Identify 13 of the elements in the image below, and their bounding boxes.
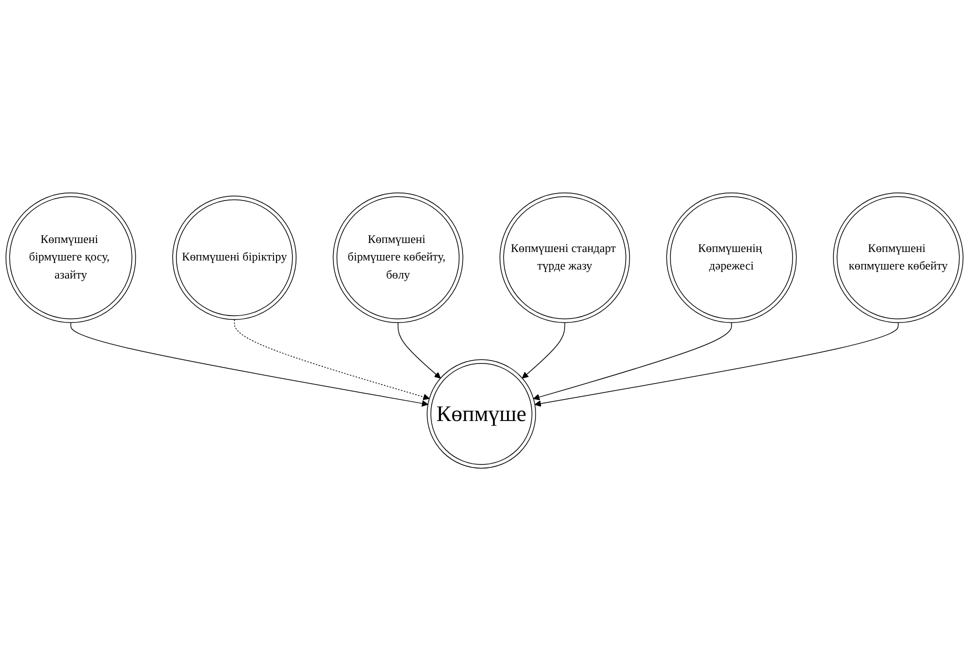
arrow <box>234 320 430 400</box>
node-circle: Көпмүшенің дәрежесі <box>666 193 797 324</box>
node-circle: Көпмүшені біріктіру <box>172 196 296 320</box>
arrow <box>70 322 428 408</box>
node-circle: Көпмүшені көпмүшеге көбейту <box>833 193 964 324</box>
arrow <box>534 322 899 408</box>
node-circle: Көпмүшені бірмүшеге көбейту, бөлу <box>332 193 464 324</box>
arrow <box>398 322 441 379</box>
arrow <box>533 322 732 401</box>
node-circle: Көпмүшені бірмүшеге қосу, азайту <box>6 193 136 324</box>
node-circle: Көпмүше <box>426 360 536 469</box>
arrow <box>522 322 566 379</box>
node-circle: Көпмүшені стандарт түрде жазу <box>500 193 630 324</box>
